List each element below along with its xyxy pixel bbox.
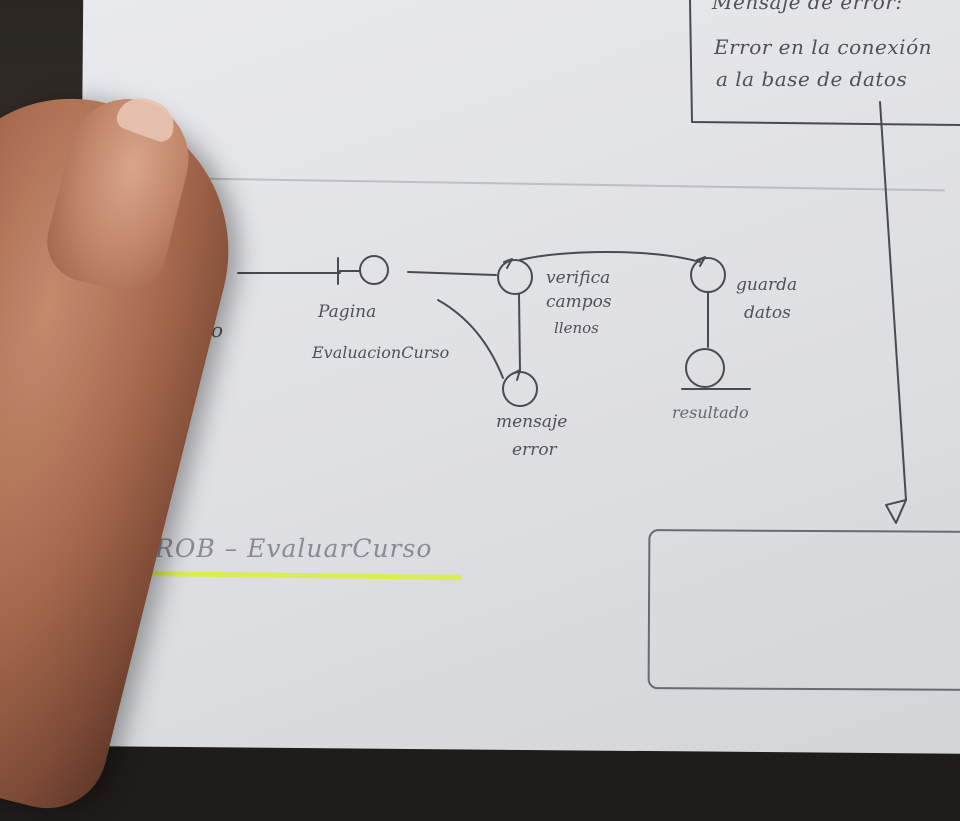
control-icon-error (502, 369, 538, 407)
note-box (689, 0, 960, 126)
entity-label: resultado (672, 403, 749, 422)
note-line-2: Error en la conexión (714, 35, 932, 59)
boundary-control-link (407, 271, 497, 276)
note-line-3: a la base de datos (716, 67, 908, 91)
control-icon-save (690, 256, 726, 293)
error-label-line-2: error (512, 440, 557, 460)
arrow-head-icon (885, 499, 907, 524)
control-icon-verify (497, 258, 533, 295)
arrow-line (879, 101, 907, 501)
verify-label-line-1: verifica (546, 268, 611, 288)
control-control-link (519, 251, 701, 263)
control-error-link (518, 293, 521, 373)
save-label-line-2: datos (744, 303, 791, 323)
page-title: ROB – EvaluarCurso (155, 534, 433, 563)
boundary-error-link (437, 299, 504, 379)
save-label-line-1: guarda (736, 275, 798, 295)
boundary-icon (337, 255, 389, 285)
verify-label-line-3: llenos (554, 319, 599, 337)
boundary-label-line-2: EvaluacionCurso (312, 343, 450, 362)
note-line-1: Mensaje de error: (712, 0, 903, 14)
empty-box (647, 529, 960, 691)
verify-label-line-2: campos (546, 292, 612, 312)
boundary-label-line-1: Pagina (318, 302, 377, 322)
entity-icon (681, 348, 751, 390)
error-label-line-1: mensaje (496, 412, 568, 432)
